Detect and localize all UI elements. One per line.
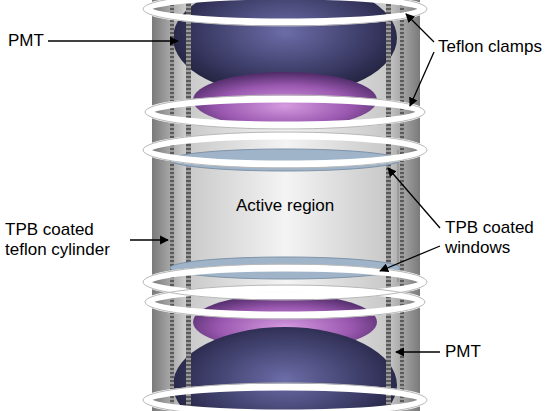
pmt-label: PMT (445, 342, 481, 362)
threaded-rod (170, 0, 174, 411)
clamp-outlines (143, 0, 427, 411)
region-label: Active region (236, 196, 334, 216)
leader-lines (48, 14, 440, 352)
threaded-rod (186, 0, 191, 411)
threaded-rod (386, 0, 391, 411)
threaded-rod (400, 0, 404, 411)
cylinder-label: TPB coated teflon cylinder (5, 220, 129, 260)
window-label: TPB coated windows (445, 218, 551, 258)
clamp-label: Teflon clamps (438, 37, 542, 57)
teflon-clamps (147, 0, 423, 411)
pmt-label: PMT (8, 31, 44, 51)
cylinder-wall (397, 150, 399, 282)
pmt-body (173, 327, 397, 411)
